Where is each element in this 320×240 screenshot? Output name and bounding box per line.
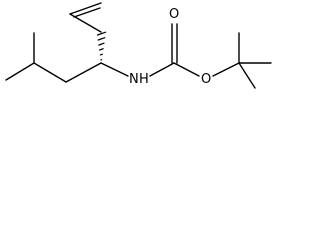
bond-isobutyl-ch: [33, 62, 67, 83]
bond-ch2-stereocenter: [65, 62, 102, 83]
bond-vinyl-double-inner: [73, 7, 101, 18]
nh-h-label: H: [139, 72, 149, 87]
bond-tbutyl-methyl-down: [238, 62, 256, 89]
bond-vinyl-double-outer: [69, 2, 102, 15]
bond-methyl-left: [5, 62, 35, 81]
molecule-canvas: N H O O: [0, 0, 284, 104]
nh-n-label: N: [129, 72, 139, 87]
molecule-structure: N H O O: [5, 2, 272, 89]
hashed-wedge-bond: [96, 31, 107, 61]
carbonyl-oxygen-label: O: [169, 7, 179, 22]
ester-oxygen-label: O: [201, 72, 211, 87]
bond-n-carbonyl: [149, 62, 175, 77]
bond-c-n: [100, 62, 129, 77]
bond-o-tbutyl: [212, 62, 240, 77]
bond-carbonyl-ester-o: [173, 62, 200, 77]
